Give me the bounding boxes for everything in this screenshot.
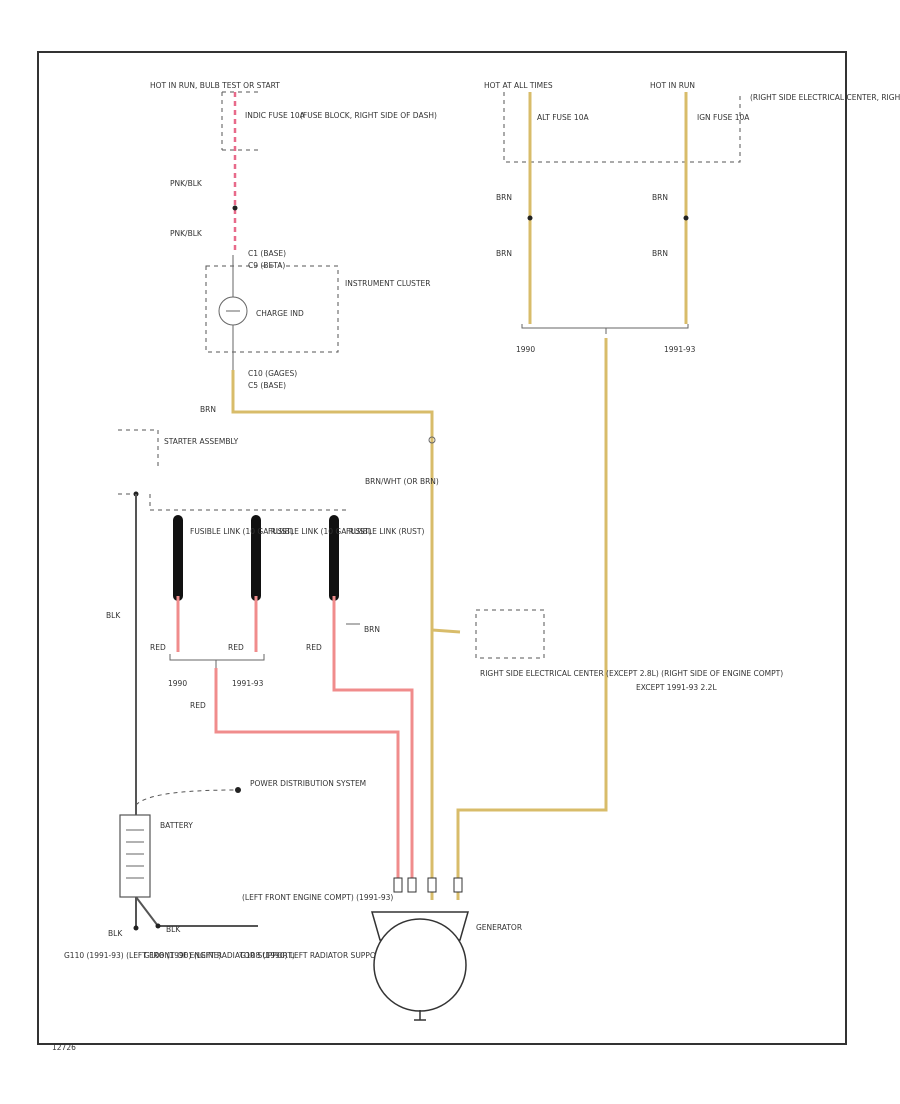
hot-all-times-label: HOT AT ALL TIMES — [484, 81, 553, 90]
brn-label-4: BRN — [496, 249, 512, 258]
fuse-block-label: (FUSE BLOCK, RIGHT SIDE OF DASH) — [300, 111, 437, 120]
generator-icon — [373, 918, 467, 1012]
fusible-link-2-label: FUSIBLE LINK (10 GA RUST) — [268, 527, 372, 536]
connector-c1-b: C9 (BETA) — [248, 261, 285, 270]
left-front-engine-label: (LEFT FRONT ENGINE COMPT) (1991-93) — [242, 893, 393, 902]
red-wire-main — [214, 668, 400, 890]
red-label-3: RED — [306, 643, 322, 652]
diagram-border — [37, 51, 847, 1045]
right-side-center-top-label: (RIGHT SIDE ELECTRICAL CENTER, RIGHT SID… — [750, 93, 900, 102]
red-label-1: RED — [150, 643, 166, 652]
g108-label: G108 (1990) (LEFT RADIATOR SUPPORT) — [144, 951, 295, 960]
battery-icon — [119, 814, 151, 898]
power-distribution-terminal — [235, 787, 241, 793]
blk-label-1: BLK — [106, 611, 121, 620]
pnk-blk-label-1: PNK/BLK — [170, 179, 203, 188]
electrical-center-outline — [503, 92, 741, 163]
brn-near-link-label: BRN — [364, 625, 380, 634]
option-bracket-top — [521, 324, 689, 334]
except-label: EXCEPT 1991-93 2.2L — [636, 683, 717, 692]
ground-point-g108 — [155, 923, 161, 929]
connector-c10-a: C10 (GAGES) — [248, 369, 297, 378]
right-side-center-label: RIGHT SIDE ELECTRICAL CENTER (EXCEPT 2.8… — [480, 669, 783, 678]
starter-assembly-label: STARTER ASSEMBLY — [164, 437, 239, 446]
blk-label-3: BLK — [166, 925, 181, 934]
g108-alt-label: G108 (1990) LEFT RADIATOR SUPPORT (NR) — [240, 951, 404, 960]
power-distribution-label: POWER DISTRIBUTION SYSTEM — [250, 779, 366, 788]
instrument-cluster-box — [205, 265, 339, 353]
figure-code: 12726 — [52, 1043, 76, 1052]
brn-label-3: BRN — [652, 193, 668, 202]
generator-ground-icon — [414, 1010, 426, 1021]
year-1991-93-bottom: 1991-93 — [232, 679, 264, 688]
brn-charge-wire — [231, 370, 461, 900]
ign-fuse-label: IGN FUSE 10A — [697, 113, 750, 122]
ground-point-g110 — [133, 925, 139, 931]
generator-label: GENERATOR — [476, 923, 522, 932]
red-wire-alt — [332, 596, 414, 890]
connector-ring — [428, 436, 436, 444]
brn-label-1: BRN — [200, 405, 216, 414]
generator-connectors — [393, 877, 463, 893]
gauges-fuse-label: INDIC FUSE 10A — [245, 111, 306, 120]
charge-ind-label: CHARGE IND — [256, 309, 304, 318]
alt-fuse-label: ALT FUSE 10A — [537, 113, 589, 122]
brn-wht-label: BRN/WHT (OR BRN) — [365, 477, 439, 486]
red-label-4: RED — [190, 701, 206, 710]
splice-dot-left — [527, 215, 533, 221]
hot-run-label: HOT IN RUN, BULB TEST OR START — [150, 81, 280, 90]
brn-label-5: BRN — [652, 249, 668, 258]
battery-label: BATTERY — [160, 821, 193, 830]
starter-assembly-outline — [118, 429, 346, 511]
instrument-cluster-label: INSTRUMENT CLUSTER — [345, 279, 430, 288]
splice-dot-right — [683, 215, 689, 221]
hot-in-run-label: HOT IN RUN — [650, 81, 695, 90]
red-label-2: RED — [228, 643, 244, 652]
brn-label-2: BRN — [496, 193, 512, 202]
ground-wires — [135, 896, 258, 928]
year-1991-93-top: 1991-93 — [664, 345, 696, 354]
year-1990-bottom: 1990 — [168, 679, 187, 688]
year-1990-top: 1990 — [516, 345, 535, 354]
right-side-center-box — [475, 609, 545, 659]
fusible-link-1-label: FUSIBLE LINK (10 GA RUST) — [190, 527, 294, 536]
splice-dot — [232, 205, 238, 211]
connector-c1-a: C1 (BASE) — [248, 249, 286, 258]
blk-label-2: BLK — [108, 929, 123, 938]
connector-c10-b: C5 (BASE) — [248, 381, 286, 390]
option-bracket-bottom — [169, 654, 265, 668]
fuse-block-outline — [221, 91, 258, 151]
fusible-link-3-label: FUSIBLE LINK (RUST) — [346, 527, 424, 536]
pnk-blk-label-2: PNK/BLK — [170, 229, 203, 238]
g110-label: G110 (1991-93) (LEFT FRONT OF ENGINE) — [64, 951, 221, 960]
brn-sense-wire — [456, 338, 608, 900]
power-distribution-feed — [135, 789, 237, 806]
battery-cells — [126, 829, 144, 879]
